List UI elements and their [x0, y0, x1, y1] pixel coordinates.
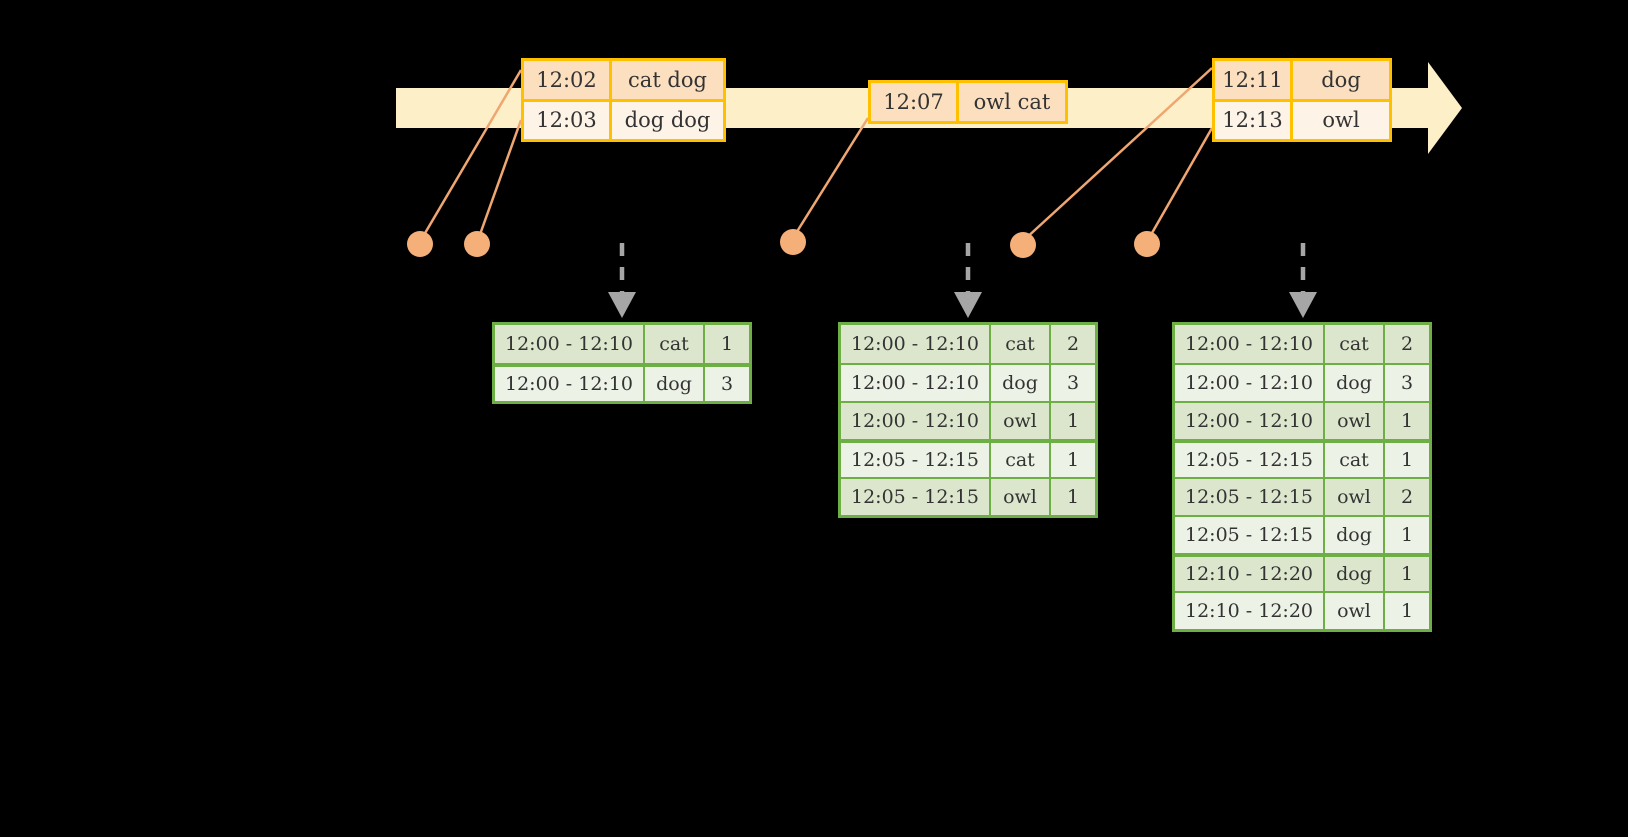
event-dot-1203 [464, 231, 490, 257]
result-window: 12:00 - 12:10 [841, 325, 991, 363]
result-window: 12:00 - 12:10 [841, 403, 991, 439]
result-count: 3 [1400, 372, 1414, 394]
table-row: 12:00 - 12:10 cat 2 [1175, 325, 1429, 363]
result-count: 1 [1066, 410, 1080, 432]
event-row: 12:02 cat dog [524, 61, 723, 99]
result-count: 1 [1400, 410, 1414, 432]
event-row: 12:07 owl cat [871, 83, 1065, 121]
result-window: 12:00 - 12:10 [495, 367, 645, 401]
result-word: dog [1325, 365, 1385, 401]
event-row: 12:03 dog dog [524, 98, 723, 139]
result-table-1: 12:00 - 12:10 cat 1 12:00 - 12:10 dog 3 [492, 322, 752, 404]
event-timestamp: 12:03 [524, 101, 612, 139]
table-row: 12:10 - 12:20 dog 1 [1175, 553, 1429, 591]
result-window: 12:10 - 12:20 [1175, 557, 1325, 591]
result-table-3: 12:00 - 12:10 cat 2 12:00 - 12:10 dog 3 … [1172, 322, 1432, 632]
result-count: 3 [720, 373, 734, 395]
event-words: cat dog [628, 67, 707, 92]
event-dot-1202 [407, 231, 433, 257]
event-row: 12:11 dog [1215, 61, 1389, 99]
event-dot-1213 [1134, 231, 1160, 257]
result-window: 12:00 - 12:10 [1175, 403, 1325, 439]
event-dots-group [407, 229, 1160, 258]
event-words: owl [1322, 108, 1360, 133]
result-word: owl [1325, 403, 1385, 439]
table-row: 12:05 - 12:15 cat 1 [841, 439, 1095, 477]
result-word: cat [645, 325, 705, 363]
event-dot-1211 [1010, 232, 1036, 258]
result-count: 1 [720, 333, 734, 355]
event-words: dog dog [624, 108, 711, 133]
table-row: 12:00 - 12:10 dog 3 [841, 363, 1095, 401]
event-dot-1207 [780, 229, 806, 255]
result-word: dog [1325, 557, 1385, 591]
result-count: 1 [1400, 600, 1414, 622]
result-window: 12:00 - 12:10 [841, 365, 991, 401]
table-row: 12:05 - 12:15 dog 1 [1175, 515, 1429, 553]
result-word: owl [991, 479, 1051, 515]
table-row: 12:00 - 12:10 cat 1 [495, 325, 749, 363]
event-timestamp: 12:13 [1215, 101, 1293, 139]
table-row: 12:05 - 12:15 owl 2 [1175, 477, 1429, 515]
result-word: owl [1325, 593, 1385, 629]
result-window: 12:05 - 12:15 [841, 479, 991, 515]
result-word: cat [1325, 325, 1385, 363]
result-window: 12:00 - 12:10 [1175, 365, 1325, 401]
table-row: 12:00 - 12:10 dog 3 [495, 363, 749, 401]
result-word: dog [645, 367, 705, 401]
result-count: 2 [1400, 486, 1414, 508]
result-window: 12:00 - 12:10 [1175, 325, 1325, 363]
result-word: owl [991, 403, 1051, 439]
result-window: 12:05 - 12:15 [1175, 479, 1325, 515]
result-word: dog [1325, 517, 1385, 553]
result-count: 1 [1066, 486, 1080, 508]
event-words: owl cat [973, 90, 1051, 114]
result-count: 1 [1400, 449, 1414, 471]
result-count: 1 [1400, 524, 1414, 546]
event-row: 12:13 owl [1215, 98, 1389, 139]
result-window: 12:05 - 12:15 [841, 443, 991, 477]
result-table-2: 12:00 - 12:10 cat 2 12:00 - 12:10 dog 3 … [838, 322, 1098, 518]
table-row: 12:05 - 12:15 cat 1 [1175, 439, 1429, 477]
table-row: 12:00 - 12:10 owl 1 [1175, 401, 1429, 439]
event-box-2: 12:07 owl cat [868, 80, 1068, 124]
result-count: 3 [1066, 372, 1080, 394]
flow-arrows-group [619, 243, 1306, 292]
result-window: 12:05 - 12:15 [1175, 517, 1325, 553]
result-count: 2 [1400, 333, 1414, 355]
table-row: 12:00 - 12:10 dog 3 [1175, 363, 1429, 401]
result-count: 1 [1066, 449, 1080, 471]
result-window: 12:00 - 12:10 [495, 325, 645, 363]
event-words: dog [1321, 67, 1361, 92]
event-timestamp: 12:11 [1215, 61, 1293, 99]
result-count: 2 [1066, 333, 1080, 355]
flow-arrow-heads [608, 292, 1317, 318]
result-word: cat [1325, 443, 1385, 477]
table-row: 12:00 - 12:10 cat 2 [841, 325, 1095, 363]
table-row: 12:10 - 12:20 owl 1 [1175, 591, 1429, 629]
table-row: 12:05 - 12:15 owl 1 [841, 477, 1095, 515]
result-word: cat [991, 443, 1051, 477]
result-word: cat [991, 325, 1051, 363]
event-timestamp: 12:02 [524, 61, 612, 99]
result-window: 12:05 - 12:15 [1175, 443, 1325, 477]
event-box-3: 12:11 dog 12:13 owl [1212, 58, 1392, 142]
result-count: 1 [1400, 563, 1414, 585]
table-row: 12:00 - 12:10 owl 1 [841, 401, 1095, 439]
result-word: owl [1325, 479, 1385, 515]
event-box-1: 12:02 cat dog 12:03 dog dog [521, 58, 726, 142]
event-timestamp: 12:07 [871, 83, 959, 121]
result-word: dog [991, 365, 1051, 401]
result-window: 12:10 - 12:20 [1175, 593, 1325, 629]
